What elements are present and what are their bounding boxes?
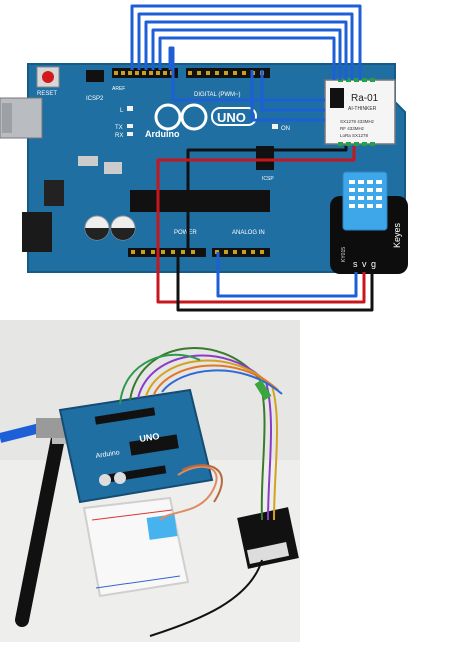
icsp-header xyxy=(256,146,274,170)
on-label: ON xyxy=(281,126,290,132)
photo-dht-sensor xyxy=(146,514,178,540)
lora-ra01-module: Ra-01 AI-THINKER SX1278 433MHz RF 433MHz… xyxy=(324,78,396,146)
photo-arduino-brand: Arduino xyxy=(95,449,120,460)
usb-cable xyxy=(0,418,73,443)
wire-blue-7 xyxy=(260,70,325,112)
wire-blue-2 xyxy=(137,12,354,80)
sensor-pin-v: v xyxy=(362,259,367,269)
photo-arduino-board: Arduino UNO xyxy=(58,388,214,504)
dht-sensor-module: Keyes KY015 s v g xyxy=(330,171,408,274)
wire-blue-3 xyxy=(144,20,348,80)
analog-label: ANALOG IN xyxy=(232,230,265,236)
lora-line-2: RF 433MHz xyxy=(340,126,365,131)
atmega-chip xyxy=(130,190,270,212)
breadboard xyxy=(82,496,190,598)
icsp-label: ICSP xyxy=(262,176,274,182)
tx-label: TX xyxy=(115,125,123,131)
lora-maker: AI-THINKER xyxy=(348,106,377,112)
lora-line-3: LoRa SX1278 xyxy=(340,133,369,138)
wire-blue-sensor xyxy=(216,252,358,298)
aref-label: AREF xyxy=(112,86,125,92)
reset-label: RESET xyxy=(37,91,57,97)
arduino-logo: Arduino UNO xyxy=(145,103,257,139)
photo-lora-module xyxy=(237,507,299,569)
wiring-diagram: RESET ICSP2 AREF DIGITAL (PWM~) L TX RX … xyxy=(0,0,470,320)
wiring-diagram-svg: RESET ICSP2 AREF DIGITAL (PWM~) L TX RX … xyxy=(0,4,408,312)
led-l-label: L xyxy=(120,108,124,114)
sensor-board-code: KY015 xyxy=(341,247,347,262)
icsp2-label: ICSP2 xyxy=(86,96,104,102)
lora-line-1: SX1278 433MHz xyxy=(340,119,375,124)
photo-arduino-logo: UNO xyxy=(139,431,160,444)
arduino-model-text: UNO xyxy=(217,110,246,125)
power-header xyxy=(128,248,206,257)
arduino-brand-text: Arduino xyxy=(145,129,180,139)
sensor-pin-g: g xyxy=(371,259,376,269)
dc-jack xyxy=(22,212,52,252)
sensor-pin-s: s xyxy=(353,259,358,269)
wires xyxy=(130,4,374,312)
lora-title: Ra-01 xyxy=(351,93,379,104)
digital-label: DIGITAL (PWM~) xyxy=(194,92,241,98)
assembled-photo: Arduino UNO xyxy=(0,320,470,642)
wire-blue-8 xyxy=(250,70,325,122)
wire-red-sensor xyxy=(156,252,366,304)
sensor-brand: Keyes xyxy=(392,222,402,248)
wire-blue-4 xyxy=(151,28,342,80)
arduino-uno-board: RESET ICSP2 AREF DIGITAL (PWM~) L TX RX … xyxy=(0,63,406,273)
analog-header xyxy=(212,248,270,257)
wire-blue-6 xyxy=(168,46,325,102)
wire-red-lora xyxy=(156,146,356,252)
reset-button: RESET xyxy=(36,66,60,97)
wire-blue-1 xyxy=(130,4,362,80)
wire-blue-5 xyxy=(158,36,336,80)
wire-black-lora xyxy=(186,146,348,252)
assembled-photo-svg: Arduino UNO xyxy=(0,320,470,642)
rx-label: RX xyxy=(115,133,123,139)
power-label: POWER xyxy=(174,230,197,236)
wire-black-sensor xyxy=(176,252,374,312)
photo-jumper-wires xyxy=(119,347,283,637)
